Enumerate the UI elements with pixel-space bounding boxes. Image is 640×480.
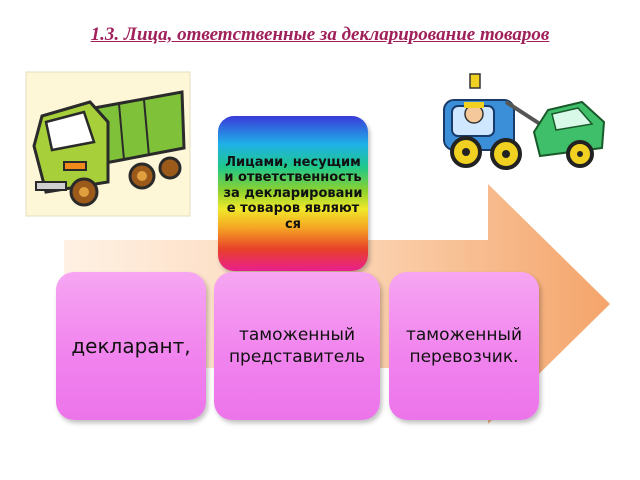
responsible-persons-heading: Лицами, несущими ответственность за декл… (223, 154, 363, 232)
customs-carrier-box: таможенный перевозчик. (389, 272, 539, 420)
declarant-box: декларант, (56, 272, 206, 420)
responsible-persons-heading-box: Лицами, несущими ответственность за декл… (218, 116, 368, 271)
customs-representative-box: таможенный представитель (214, 272, 380, 420)
dump-truck-icon (25, 71, 191, 217)
declarant-label: декларант, (71, 334, 191, 358)
tow-truck-icon (443, 73, 606, 170)
customs-carrier-label: таможенный перевозчик. (405, 325, 523, 367)
customs-representative-label: таможенный представитель (228, 325, 366, 367)
page-title: 1.3. Лица, ответственные за декларирован… (90, 24, 550, 45)
